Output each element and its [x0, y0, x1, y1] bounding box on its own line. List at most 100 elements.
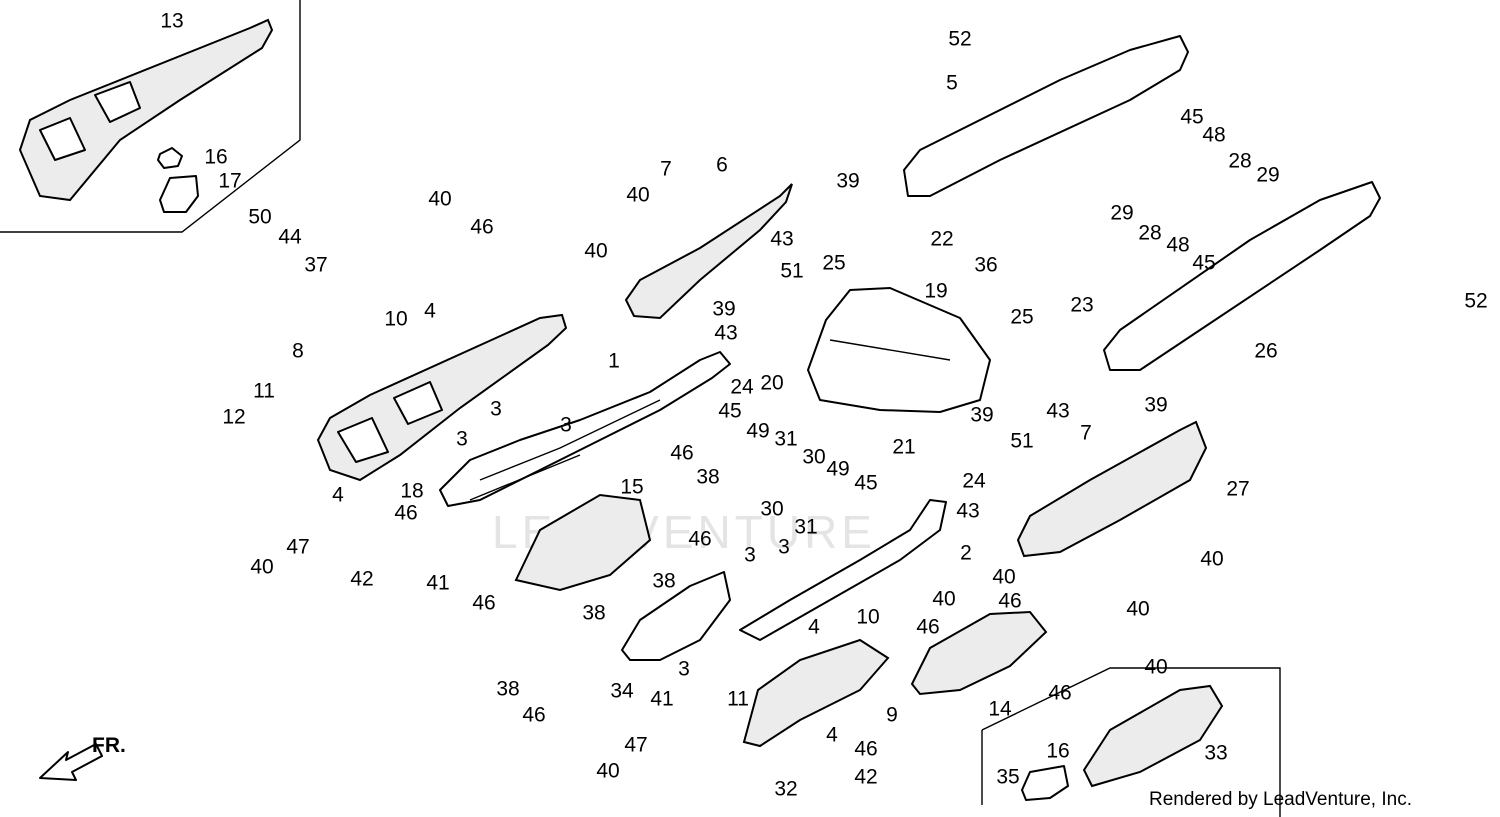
callout-c44: 44: [278, 226, 302, 249]
front-direction-arrow-icon: [39, 743, 103, 781]
callout-c30a: 30: [802, 446, 825, 469]
callout-c22: 22: [930, 228, 953, 251]
callout-c40e: 40: [596, 760, 619, 783]
protector-34: [621, 571, 731, 661]
callout-c45c: 45: [1180, 106, 1203, 129]
callout-c3d: 3: [744, 544, 756, 567]
callout-c40i: 40: [1126, 598, 1149, 621]
callout-c3e: 3: [778, 536, 790, 559]
callout-c14: 14: [988, 698, 1012, 721]
callout-c32: 32: [774, 778, 797, 801]
callout-c39a: 39: [712, 298, 735, 321]
callout-c46h: 46: [998, 590, 1021, 613]
callout-c43a: 43: [770, 228, 793, 251]
callout-c5: 5: [946, 72, 958, 95]
callout-c52b: 52: [1464, 290, 1487, 313]
callout-c10a: 10: [384, 308, 407, 331]
callout-c47b: 47: [624, 734, 647, 757]
callout-c41b: 41: [650, 688, 673, 711]
callout-c29b: 29: [1110, 202, 1133, 225]
credit-text: Rendered by LeadVenture, Inc.: [1148, 789, 1412, 810]
callout-c49a: 49: [746, 420, 769, 443]
callout-c28b: 28: [1138, 222, 1161, 245]
callout-c4a: 4: [424, 300, 436, 323]
callout-c18: 18: [400, 480, 423, 503]
callout-c47a: 47: [286, 536, 309, 559]
callout-c24a: 24: [730, 376, 754, 399]
callout-c34: 34: [610, 680, 634, 703]
callout-c6: 6: [716, 154, 728, 177]
callout-c46f: 46: [522, 704, 545, 727]
callout-c25a: 25: [822, 252, 845, 275]
callout-c26: 26: [1254, 340, 1277, 363]
exhaust-pipe-2: [739, 499, 947, 641]
callout-c3b: 3: [560, 414, 572, 437]
bracket-35: [1021, 765, 1069, 801]
callout-c40a: 40: [428, 188, 451, 211]
callout-c38d: 38: [496, 678, 519, 701]
callout-c11b: 11: [727, 688, 749, 711]
callout-c46g: 46: [854, 738, 877, 761]
protector-33: [1082, 684, 1224, 788]
callout-c46c: 46: [394, 502, 417, 525]
callout-c40b: 40: [626, 184, 649, 207]
callout-c23: 23: [1070, 294, 1093, 317]
callout-c3c: 3: [456, 428, 468, 451]
callout-c40j: 40: [1144, 656, 1167, 679]
callout-c43c: 43: [1046, 400, 1069, 423]
callout-c16b: 16: [1046, 740, 1069, 763]
callout-c45a: 45: [718, 400, 741, 423]
callout-c19: 19: [924, 280, 947, 303]
callout-c40d: 40: [250, 556, 273, 579]
heat-protector-13: [18, 18, 274, 202]
callout-c35: 35: [996, 766, 1019, 789]
callout-c42b: 42: [854, 766, 877, 789]
callout-c1: 1: [608, 350, 620, 373]
callout-c51a: 51: [780, 260, 803, 283]
callout-c7b: 7: [1080, 422, 1092, 445]
callout-c13: 13: [160, 10, 183, 33]
callout-c40h: 40: [1200, 548, 1223, 571]
callout-c31a: 31: [774, 428, 797, 451]
callout-c16a: 16: [204, 146, 227, 169]
callout-c46i: 46: [916, 616, 939, 639]
callout-c36: 36: [974, 254, 997, 277]
callout-c28a: 28: [1228, 150, 1251, 173]
callout-c46j: 46: [1048, 682, 1071, 705]
callout-c38a: 38: [696, 466, 719, 489]
callout-c24b: 24: [962, 470, 986, 493]
callout-c40g: 40: [932, 588, 955, 611]
callout-c46a: 46: [470, 216, 493, 239]
nut-16: [157, 147, 183, 169]
protector-6: [624, 183, 793, 320]
bracket-17: [159, 175, 199, 213]
callout-c45b: 45: [854, 472, 877, 495]
callout-c48a: 48: [1202, 124, 1225, 147]
callout-c39d: 39: [1144, 394, 1167, 417]
callout-c7a: 7: [660, 158, 672, 181]
callout-c4d: 4: [826, 724, 838, 747]
callout-c43b: 43: [714, 322, 737, 345]
inset-frame-bottom-right: [981, 667, 1281, 817]
callout-c46b: 46: [670, 442, 693, 465]
callout-c38b: 38: [652, 570, 675, 593]
callout-c17: 17: [218, 170, 241, 193]
callout-c10b: 10: [856, 606, 879, 629]
protector-32: [742, 638, 890, 748]
heat-protector-12: [316, 313, 568, 482]
protector-14: [910, 610, 1048, 696]
callout-c50: 50: [248, 206, 271, 229]
callout-c42a: 42: [350, 568, 373, 591]
callout-c49b: 49: [826, 458, 849, 481]
chamber-19: [807, 287, 991, 413]
exhaust-pipe-1: [439, 351, 731, 507]
callout-c25b: 25: [1010, 306, 1033, 329]
callout-c21: 21: [892, 436, 915, 459]
callout-c15: 15: [620, 476, 643, 499]
inset-frame-top-left: [0, 0, 301, 233]
callout-c46d: 46: [688, 528, 711, 551]
callout-c40f: 40: [992, 566, 1015, 589]
callout-c4b: 4: [332, 484, 344, 507]
